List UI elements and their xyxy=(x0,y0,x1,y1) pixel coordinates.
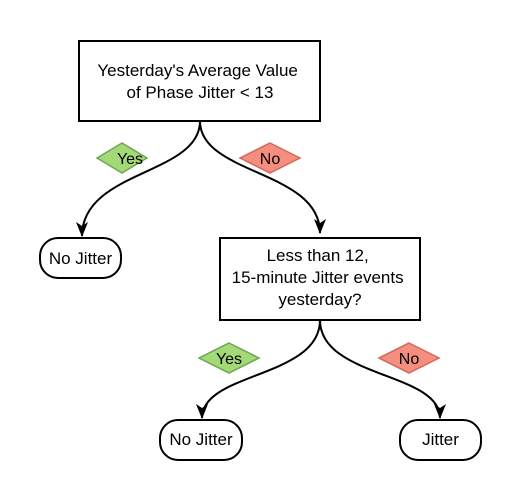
arrowhead-root-to-no-jitter xyxy=(76,222,88,237)
svg-text:Less than 12, 15-minute: Less than 12, 15-minute Jitter events ye… xyxy=(232,246,409,309)
second-decision-line-2: 15-minute Jitter events xyxy=(232,268,404,287)
second-decision-line-3: yesterday? xyxy=(278,290,361,309)
outcome-no-jitter-left-label: No Jitter xyxy=(49,249,113,268)
svg-text:Yesterday's Average Value: Yesterday's Average Value of Phase Jitte… xyxy=(97,61,302,102)
connector-root-to-no-jitter xyxy=(81,120,201,237)
arrowhead-second-to-jitter xyxy=(434,404,446,419)
outcome-jitter-right: Jitter xyxy=(399,419,482,461)
outcome-no-jitter-middle-label: No Jitter xyxy=(169,430,233,449)
root-decision-line-1: Yesterday's Average Value xyxy=(97,61,297,80)
second-no-label: No xyxy=(399,351,420,368)
arrowhead-root-to-second-decision xyxy=(314,219,326,234)
second-yes-label: Yes xyxy=(216,351,242,368)
outcome-jitter-right-label: Jitter xyxy=(422,430,459,449)
second-decision-line-1: Less than 12, xyxy=(267,246,369,265)
root-yes-label: Yes xyxy=(117,151,143,168)
root-decision-line-2: of Phase Jitter < 13 xyxy=(127,83,274,102)
connector-second-to-no-jitter xyxy=(201,319,321,419)
root-yes-badge: Yes xyxy=(95,142,149,174)
outcome-no-jitter-left: No Jitter xyxy=(39,237,122,279)
root-no-badge: No xyxy=(238,142,302,174)
connector-root-to-second-decision xyxy=(199,120,321,234)
outcome-no-jitter-middle: No Jitter xyxy=(159,419,243,461)
root-decision-node: Yesterday's Average Value of Phase Jitte… xyxy=(78,40,321,122)
second-decision-node: Less than 12, 15-minute Jitter events ye… xyxy=(219,237,421,321)
second-yes-badge: Yes xyxy=(197,342,261,374)
arrowhead-second-to-no-jitter xyxy=(196,404,208,419)
root-no-label: No xyxy=(260,151,281,168)
second-no-badge: No xyxy=(377,342,441,374)
connector-second-to-jitter xyxy=(319,319,441,419)
